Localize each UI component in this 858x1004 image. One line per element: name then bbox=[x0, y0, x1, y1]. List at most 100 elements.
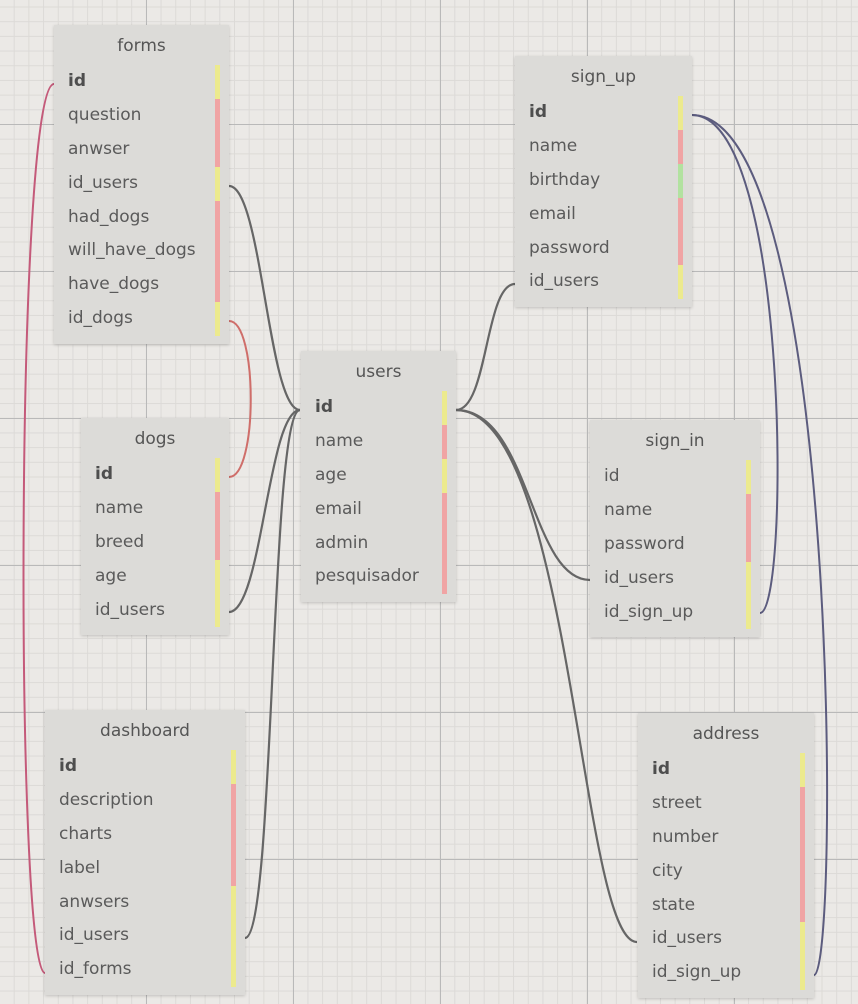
field-row[interactable]: age bbox=[301, 458, 456, 493]
field-name: name bbox=[604, 499, 653, 520]
field-type-bar bbox=[231, 953, 236, 988]
field-name: street bbox=[652, 792, 702, 813]
field-row[interactable]: description bbox=[45, 783, 245, 818]
field-name: id bbox=[529, 102, 547, 122]
field-row[interactable]: birthday bbox=[515, 163, 692, 198]
field-row[interactable]: anwsers bbox=[45, 885, 245, 920]
field-type-bar bbox=[215, 166, 220, 201]
field-row[interactable]: had_dogs bbox=[54, 200, 229, 235]
field-row[interactable]: id_sign_up bbox=[638, 956, 814, 991]
field-row[interactable]: id bbox=[45, 750, 245, 784]
table-dogs[interactable]: dogs id name breed age id_users bbox=[81, 418, 229, 636]
field-row[interactable]: id bbox=[54, 65, 229, 99]
table-sign_in[interactable]: sign_in id name password id_users id_sig… bbox=[590, 420, 760, 638]
field-row[interactable]: id_users bbox=[515, 265, 692, 300]
field-type-bar bbox=[800, 888, 805, 923]
field-row[interactable]: breed bbox=[81, 525, 229, 560]
field-row[interactable]: id_users bbox=[81, 593, 229, 628]
field-name: name bbox=[315, 430, 364, 451]
field-row[interactable]: email bbox=[301, 492, 456, 527]
field-row[interactable]: id_users bbox=[638, 922, 814, 957]
field-type-bar bbox=[215, 132, 220, 167]
table-title: users bbox=[355, 362, 402, 382]
field-type-bar bbox=[678, 231, 683, 266]
field-row[interactable]: pesquisador bbox=[301, 560, 456, 595]
field-type-bar bbox=[746, 561, 751, 596]
field-row[interactable]: anwser bbox=[54, 132, 229, 167]
field-row[interactable]: id bbox=[301, 391, 456, 425]
field-type-bar bbox=[442, 526, 447, 561]
field-name: password bbox=[604, 533, 685, 554]
field-row[interactable]: id bbox=[81, 458, 229, 492]
field-row[interactable]: charts bbox=[45, 817, 245, 852]
field-type-bar bbox=[215, 234, 220, 269]
field-type-bar bbox=[215, 593, 220, 628]
field-row[interactable]: password bbox=[515, 231, 692, 266]
table-users[interactable]: users id name age email admin pesquisado… bbox=[301, 351, 456, 603]
link-sign_in-id_users-to-users-id bbox=[455, 408, 591, 582]
field-name: id bbox=[604, 466, 620, 486]
field-row[interactable]: name bbox=[590, 493, 760, 528]
field-name: anwser bbox=[68, 138, 130, 159]
field-row[interactable]: id bbox=[590, 460, 760, 494]
field-name: age bbox=[315, 464, 347, 485]
field-name: breed bbox=[95, 531, 145, 552]
field-type-bar bbox=[231, 783, 236, 818]
field-row[interactable]: id_users bbox=[590, 561, 760, 596]
field-row[interactable]: email bbox=[515, 197, 692, 232]
field-type-bar bbox=[442, 560, 447, 595]
field-type-bar bbox=[678, 197, 683, 232]
field-row[interactable]: id_forms bbox=[45, 953, 245, 988]
table-dashboard[interactable]: dashboard id description charts label an… bbox=[45, 710, 245, 996]
field-row[interactable]: will_have_dogs bbox=[54, 234, 229, 269]
field-row[interactable]: name bbox=[515, 129, 692, 164]
field-row[interactable]: number bbox=[638, 820, 814, 855]
table-sign_up[interactable]: sign_up id name birthday email password … bbox=[515, 56, 692, 308]
field-name: id_users bbox=[95, 599, 165, 620]
field-row[interactable]: id_users bbox=[45, 919, 245, 954]
field-type-bar bbox=[215, 525, 220, 560]
field-type-bar bbox=[442, 458, 447, 493]
field-name: id bbox=[95, 464, 113, 484]
field-row[interactable]: city bbox=[638, 854, 814, 889]
table-forms[interactable]: forms id question anwser id_users had_do… bbox=[54, 25, 229, 345]
field-row[interactable]: admin bbox=[301, 526, 456, 561]
field-type-bar bbox=[678, 163, 683, 198]
field-name: id_sign_up bbox=[604, 601, 694, 622]
field-type-bar bbox=[215, 65, 220, 99]
field-type-bar bbox=[678, 129, 683, 164]
field-row[interactable]: password bbox=[590, 527, 760, 562]
field-row[interactable]: id bbox=[638, 753, 814, 787]
field-row[interactable]: name bbox=[301, 424, 456, 459]
table-address[interactable]: address id street number city state id_u… bbox=[638, 713, 814, 999]
field-row[interactable]: id bbox=[515, 96, 692, 130]
field-name: id_users bbox=[68, 172, 138, 193]
field-name: name bbox=[529, 135, 578, 156]
field-row[interactable]: have_dogs bbox=[54, 268, 229, 303]
field-type-bar bbox=[231, 851, 236, 886]
table-title: sign_up bbox=[570, 67, 637, 87]
field-type-bar bbox=[231, 919, 236, 954]
field-row[interactable]: state bbox=[638, 888, 814, 923]
field-type-bar bbox=[215, 458, 220, 492]
field-type-bar bbox=[800, 854, 805, 889]
field-name: email bbox=[529, 203, 576, 224]
field-type-bar bbox=[800, 956, 805, 991]
field-row[interactable]: age bbox=[81, 559, 229, 594]
field-name: birthday bbox=[529, 169, 601, 190]
field-row[interactable]: id_dogs bbox=[54, 302, 229, 337]
field-type-bar bbox=[231, 885, 236, 920]
field-row[interactable]: street bbox=[638, 786, 814, 821]
field-name: charts bbox=[59, 823, 113, 844]
field-name: email bbox=[315, 498, 362, 519]
field-row[interactable]: id_users bbox=[54, 166, 229, 201]
field-type-bar bbox=[442, 424, 447, 459]
field-row[interactable]: label bbox=[45, 851, 245, 886]
field-type-bar bbox=[442, 492, 447, 527]
field-row[interactable]: name bbox=[81, 491, 229, 526]
table-title: dashboard bbox=[100, 721, 190, 741]
field-type-bar bbox=[215, 268, 220, 303]
field-row[interactable]: question bbox=[54, 98, 229, 133]
field-name: have_dogs bbox=[68, 274, 160, 295]
field-row[interactable]: id_sign_up bbox=[590, 595, 760, 630]
